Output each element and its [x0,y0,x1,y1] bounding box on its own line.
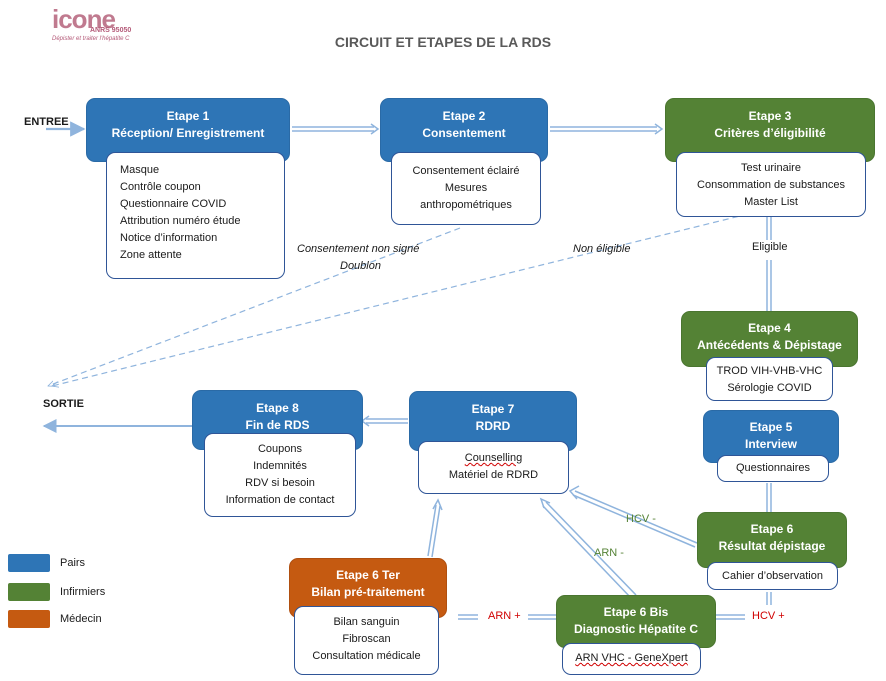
eligible-label: Eligible [752,241,788,253]
step1-item: Notice d’information [120,232,218,244]
step8-title: Fin de RDS [245,418,310,432]
step3-number: Etape 3 [748,109,792,123]
step4-details: TROD VIH-VHB-VHC Sérologie COVID [706,357,833,401]
arrow-step1-step2 [292,123,380,135]
legend-swatch-infirmiers [8,583,50,601]
step6-details: Cahier d’observation [707,562,838,590]
legend-label-infirmiers: Infirmiers [60,586,106,598]
step2-item: anthropométriques [420,199,512,211]
step1-item: Contrôle coupon [120,181,201,193]
arrow-step2-step3 [550,123,664,135]
logo-tagline: Dépister et traiter l'hépatite C [52,36,130,42]
sortie-label: SORTIE [43,398,84,410]
step2-header: Etape 2 Consentement [380,98,548,162]
icone-logo: icone ANRS 95050 Dépister et traiter l'h… [52,4,152,44]
step1-item: Attribution numéro étude [120,215,241,227]
entree-label: ENTREE [24,116,69,128]
step1-details: Masque Contrôle coupon Questionnaire COV… [106,152,285,279]
step4-number: Etape 4 [748,321,791,335]
step1-item: Zone attente [120,249,182,261]
arn-negative-label: ARN - [594,547,624,559]
arrow-step3-step4 [766,217,772,311]
consentement-non-signe-label: Consentement non signé [297,243,420,255]
step2-number: Etape 2 [442,109,486,123]
step6bis-details: ARN VHC - GeneXpert [562,643,701,675]
step2-details: Consentement éclairé Mesures anthropomét… [391,152,541,225]
dashed-exit-lines [48,213,749,386]
step6ter-details: Bilan sanguin Fibroscan Consultation méd… [294,606,439,675]
step5-details: Questionnaires [717,455,829,482]
hcv-positive-label: HCV + [752,610,785,622]
step6bis-number: Etape 6 Bis [603,605,669,619]
step3-details: Test urinaire Consommation de substances… [676,152,866,217]
step5-title: Interview [744,437,798,451]
step7-number: Etape 7 [471,402,515,416]
step1-item: Questionnaire COVID [120,198,227,210]
step1-item: Masque [120,164,160,176]
step8-item: Coupons [257,443,303,455]
arrow-hcv-neg [568,485,698,548]
legend-label-medecin: Médecin [60,613,102,625]
step4-item: Sérologie COVID [727,382,812,394]
step6bis-header: Etape 6 Bis Diagnostic Hépatite C [556,595,716,648]
hcv-negative-label: HCV - [626,513,656,525]
step1-title: Réception/ Enregistrement [111,126,265,140]
step4-title: Antécédents & Dépistage [697,338,842,352]
step1-number: Etape 1 [166,109,210,123]
step5-number: Etape 5 [749,420,793,434]
step6-title: Résultat dépistage [718,539,826,553]
step3-item: Test urinaire [741,162,801,174]
non-eligible-label: Non éligible [573,243,631,255]
arrow-arn-pos [458,614,556,620]
step8-item: Information de contact [225,494,335,506]
step7-item: Matériel de RDRD [448,469,539,481]
step6ter-title: Bilan pré-traitement [311,585,425,599]
step6-item: Cahier d’observation [722,570,823,582]
step6-number: Etape 6 [750,522,794,536]
step4-item: TROD VIH-VHB-VHC [716,365,823,377]
page-title: CIRCUIT ET ETAPES DE LA RDS [334,34,552,50]
step7-title: RDRD [475,419,511,433]
arrow-step5-step6 [766,483,772,512]
arrow-step6ter-step7 [427,498,443,558]
step2-item: Consentement éclairé [412,165,520,177]
logo-anrs: ANRS 95050 [90,27,132,34]
step6bis-item: ARN VHC - GeneXpert [575,652,688,664]
step7-item: Counselling [464,452,523,464]
step8-item: Indemnités [253,460,307,472]
step5-item: Questionnaires [736,462,810,474]
step7-details: Counselling Matériel de RDRD [418,441,569,494]
step6bis-title: Diagnostic Hépatite C [573,622,699,636]
legend-swatch-medecin [8,610,50,628]
step6ter-item: Consultation médicale [312,650,421,662]
doublon-label: Doublon [340,260,381,272]
legend-swatch-pairs [8,554,50,572]
step3-header: Etape 3 Critères d’éligibilité [665,98,875,162]
step3-item: Consommation de substances [697,179,845,191]
step8-item: RDV si besoin [245,477,315,489]
step8-details: Coupons Indemnités RDV si besoin Informa… [204,433,356,517]
arrow-step7-step8 [360,415,408,427]
arrow-arn-neg [539,497,637,600]
step6ter-item: Bilan sanguin [333,616,400,628]
arn-positive-label: ARN + [488,610,521,622]
step3-item: Master List [744,196,798,208]
step2-item: Mesures [444,182,488,194]
step5-header: Etape 5 Interview [703,410,839,463]
step6ter-number: Etape 6 Ter [336,568,400,582]
step8-number: Etape 8 [256,401,299,415]
step1-header: Etape 1 Réception/ Enregistrement [86,98,290,162]
legend-label-pairs: Pairs [60,557,86,569]
step3-title: Critères d’éligibilité [714,126,826,140]
arrow-hcv-pos [716,592,772,620]
logo-wordmark: icone [52,4,116,34]
step2-title: Consentement [422,126,506,140]
step6ter-item: Fibroscan [342,633,391,645]
step6-header: Etape 6 Résultat dépistage [697,512,847,568]
